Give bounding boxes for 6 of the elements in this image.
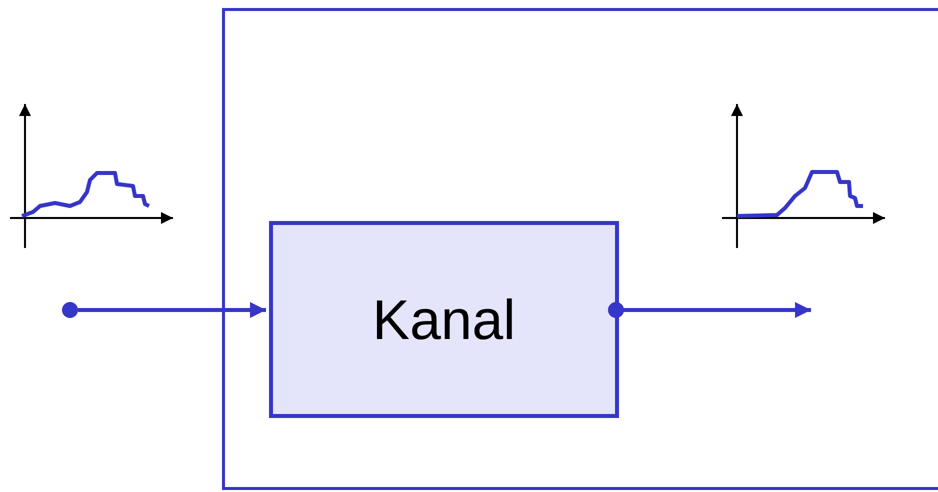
arrow bbox=[608, 302, 811, 318]
arrow bbox=[78, 302, 266, 318]
process-box bbox=[269, 221, 619, 418]
process-label: Kanal bbox=[372, 287, 516, 352]
start-dot bbox=[62, 302, 78, 318]
system-frame bbox=[222, 8, 938, 490]
